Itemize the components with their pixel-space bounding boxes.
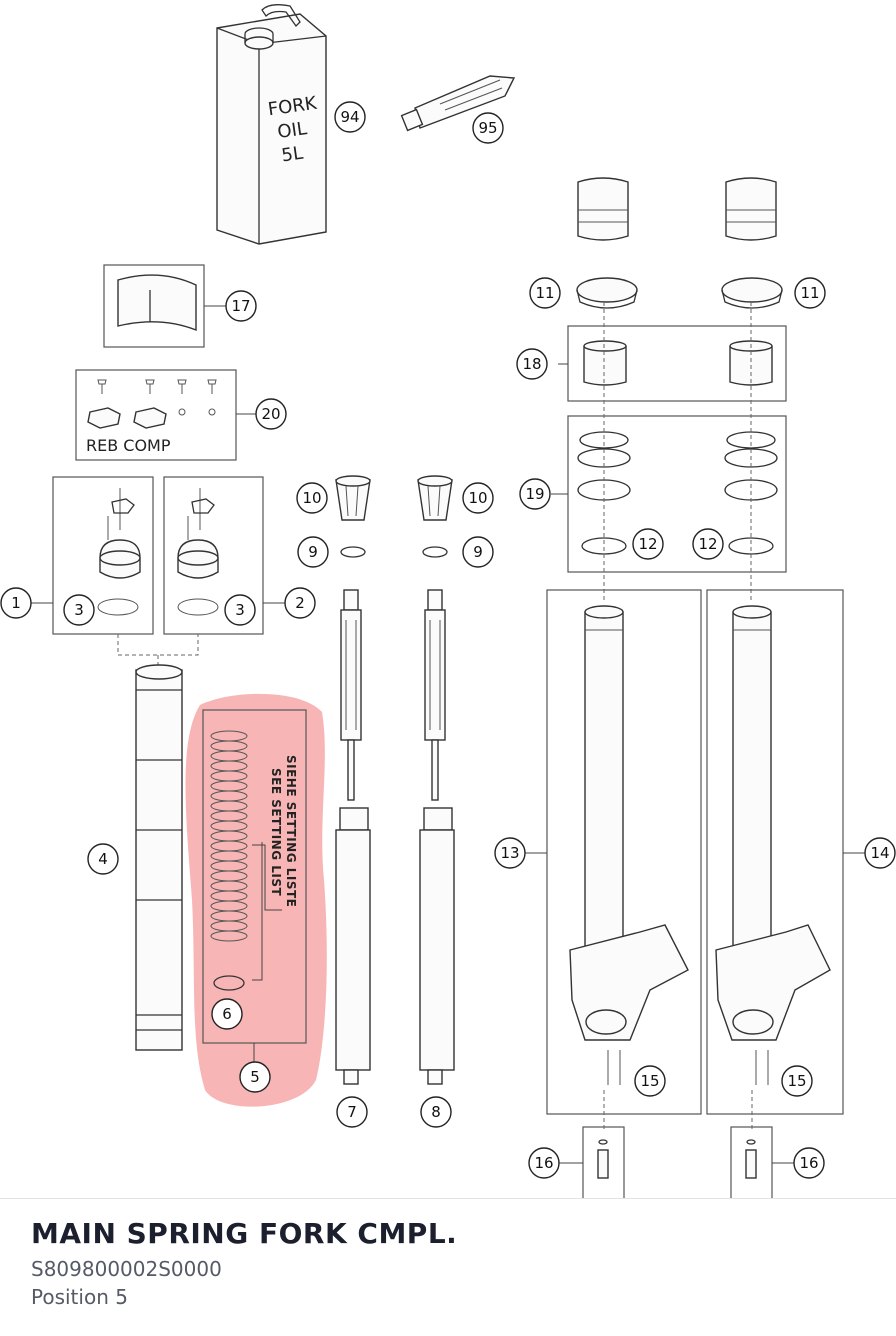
part-9-ring-left[interactable] bbox=[340, 546, 366, 558]
svg-text:20: 20 bbox=[261, 405, 280, 423]
part-11-clamp-right[interactable] bbox=[721, 277, 783, 309]
part-18-bushing-box[interactable] bbox=[567, 325, 787, 402]
callout-10-left[interactable]: 10 bbox=[296, 482, 328, 514]
svg-text:3: 3 bbox=[74, 601, 84, 619]
callout-18[interactable]: 18 bbox=[516, 348, 548, 380]
exploded-parts-diagram: FORK OIL 5L REB COMP bbox=[0, 4, 896, 1200]
callout-7[interactable]: 7 bbox=[336, 1096, 368, 1128]
callout-5[interactable]: 5 bbox=[239, 1061, 271, 1093]
callout-9-left[interactable]: 9 bbox=[297, 536, 329, 568]
part-17-bushing-set[interactable] bbox=[103, 264, 205, 348]
callout-3-right[interactable]: 3 bbox=[224, 594, 256, 626]
callout-17[interactable]: 17 bbox=[225, 290, 257, 322]
callout-14[interactable]: 14 bbox=[864, 837, 896, 869]
callout-15-left[interactable]: 15 bbox=[634, 1065, 666, 1097]
callout-94[interactable]: 94 bbox=[334, 101, 366, 133]
svg-text:10: 10 bbox=[468, 489, 487, 507]
part-info-footer: MAIN SPRING FORK CMPL. S809800002S0000 P… bbox=[0, 1198, 896, 1336]
callout-16-left[interactable]: 16 bbox=[528, 1147, 560, 1179]
callout-4[interactable]: 4 bbox=[87, 843, 119, 875]
svg-text:13: 13 bbox=[500, 844, 519, 862]
svg-text:7: 7 bbox=[347, 1103, 357, 1121]
part-16-axle-bolt-left[interactable] bbox=[582, 1126, 625, 1200]
callout-16-right[interactable]: 16 bbox=[793, 1147, 825, 1179]
svg-text:6: 6 bbox=[222, 1005, 232, 1023]
part-2-fork-cap-right[interactable] bbox=[163, 476, 264, 635]
upper-tube-left[interactable] bbox=[577, 177, 629, 241]
callout-10-right[interactable]: 10 bbox=[462, 482, 494, 514]
callout-8[interactable]: 8 bbox=[420, 1096, 452, 1128]
fork-oil-can[interactable]: FORK OIL 5L bbox=[216, 4, 327, 245]
svg-text:11: 11 bbox=[535, 284, 554, 302]
svg-text:1: 1 bbox=[11, 594, 21, 612]
callout-95[interactable]: 95 bbox=[472, 112, 504, 144]
part-20-adjuster-set[interactable]: REB COMP bbox=[75, 369, 237, 461]
callout-3-left[interactable]: 3 bbox=[63, 594, 95, 626]
part-4-cartridge-tube[interactable] bbox=[135, 664, 183, 1051]
callout-11-left[interactable]: 11 bbox=[529, 277, 561, 309]
callout-19[interactable]: 19 bbox=[519, 478, 551, 510]
part-number: S809800002S0000 bbox=[31, 1257, 222, 1281]
part-1-fork-cap-left[interactable] bbox=[52, 476, 154, 635]
part-14-fork-leg-right[interactable] bbox=[706, 589, 844, 1115]
svg-text:95: 95 bbox=[478, 119, 497, 137]
part-11-clamp-left[interactable] bbox=[576, 277, 638, 309]
callout-11-right[interactable]: 11 bbox=[794, 277, 826, 309]
part-title: MAIN SPRING FORK CMPL. bbox=[31, 1217, 458, 1250]
callout-1[interactable]: 1 bbox=[0, 587, 32, 619]
svg-text:94: 94 bbox=[340, 108, 359, 126]
reb-comp-label: REB COMP bbox=[86, 436, 171, 455]
callout-12-right[interactable]: 12 bbox=[692, 528, 724, 560]
svg-text:3: 3 bbox=[235, 601, 245, 619]
svg-text:14: 14 bbox=[870, 844, 889, 862]
svg-text:15: 15 bbox=[787, 1072, 806, 1090]
setting-note-de: SIEHE SETTING LISTE bbox=[284, 755, 298, 907]
svg-text:8: 8 bbox=[431, 1103, 441, 1121]
part-10-cone-right[interactable] bbox=[417, 475, 453, 521]
part-8-damper-rod[interactable] bbox=[419, 589, 455, 1085]
svg-text:5: 5 bbox=[250, 1068, 260, 1086]
part-5-main-spring[interactable]: SIEHE SETTING LISTE SEE SETTING LIST bbox=[202, 709, 307, 1044]
callout-12-left[interactable]: 12 bbox=[632, 528, 664, 560]
svg-text:4: 4 bbox=[98, 850, 108, 868]
svg-text:11: 11 bbox=[800, 284, 819, 302]
part-9-ring-right[interactable] bbox=[422, 546, 448, 558]
callout-13[interactable]: 13 bbox=[494, 837, 526, 869]
svg-text:16: 16 bbox=[534, 1154, 553, 1172]
svg-text:9: 9 bbox=[308, 543, 318, 561]
grease-tube[interactable] bbox=[400, 75, 516, 132]
callout-9-right[interactable]: 9 bbox=[462, 536, 494, 568]
svg-text:16: 16 bbox=[799, 1154, 818, 1172]
svg-text:17: 17 bbox=[231, 297, 250, 315]
svg-text:10: 10 bbox=[302, 489, 321, 507]
can-label-line-3: 5L bbox=[280, 143, 304, 167]
part-19-seal-box[interactable] bbox=[567, 415, 787, 573]
svg-text:15: 15 bbox=[640, 1072, 659, 1090]
part-7-damper-rod[interactable] bbox=[335, 589, 371, 1085]
svg-text:19: 19 bbox=[525, 485, 544, 503]
callout-20[interactable]: 20 bbox=[255, 398, 287, 430]
svg-text:12: 12 bbox=[638, 535, 657, 553]
setting-note-en: SEE SETTING LIST bbox=[269, 768, 283, 896]
part-position: Position 5 bbox=[31, 1285, 128, 1309]
can-label-line-2: OIL bbox=[276, 118, 308, 143]
callout-15-right[interactable]: 15 bbox=[781, 1065, 813, 1097]
part-10-cone-left[interactable] bbox=[335, 475, 371, 521]
svg-text:9: 9 bbox=[473, 543, 483, 561]
svg-text:2: 2 bbox=[295, 594, 305, 612]
callout-6[interactable]: 6 bbox=[211, 998, 243, 1030]
upper-tube-right[interactable] bbox=[725, 177, 777, 241]
svg-text:18: 18 bbox=[522, 355, 541, 373]
part-13-fork-leg-left[interactable] bbox=[546, 589, 702, 1115]
callout-2[interactable]: 2 bbox=[284, 587, 316, 619]
part-16-axle-bolt-right[interactable] bbox=[730, 1126, 773, 1200]
svg-text:12: 12 bbox=[698, 535, 717, 553]
